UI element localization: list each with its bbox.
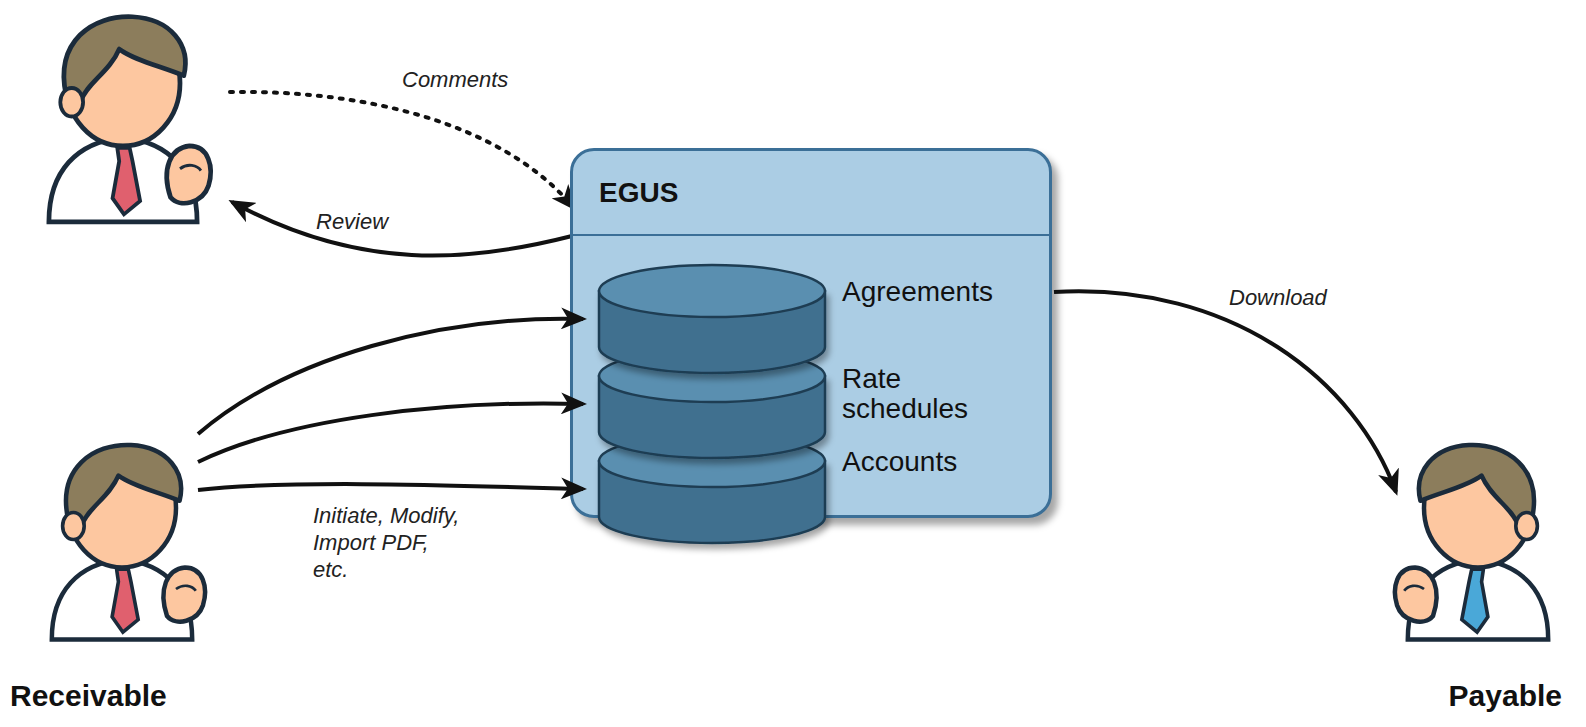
cylinder-top — [599, 435, 825, 487]
comments-arrow — [230, 92, 574, 208]
person-icon — [1388, 432, 1568, 647]
flow-arrow — [198, 403, 583, 462]
box-title: EGUS — [599, 177, 678, 209]
person-use — [52, 445, 205, 639]
person-figure — [1395, 445, 1548, 639]
person-use — [1395, 445, 1548, 639]
system-box: EGUS AgreementsRate schedulesAccounts — [570, 148, 1052, 518]
actor-name: Payable — [1449, 679, 1562, 713]
reviewer-person — [49, 17, 211, 222]
cylinder-top — [599, 350, 825, 402]
cylinder-label: Accounts — [842, 447, 1042, 477]
arrow-label: Comments — [402, 66, 508, 93]
database-cylinder: Agreements — [597, 263, 1057, 375]
flow-arrow — [1054, 291, 1396, 492]
person-actor: Receivable — [22, 432, 222, 722]
person-actor: Payable — [1392, 432, 1568, 722]
person-figure — [52, 445, 205, 639]
edge-label: Download — [1226, 284, 1330, 311]
cylinder-shape — [597, 263, 829, 381]
cylinder-top — [599, 265, 825, 317]
flow-arrow — [198, 484, 583, 490]
person-icon — [32, 432, 212, 647]
cylinder-label: Rate schedules — [842, 364, 1012, 424]
cylinder-label: Agreements — [842, 277, 1042, 307]
review-arrow — [232, 202, 572, 256]
actor-name: Receivable — [10, 679, 167, 713]
flow-arrow — [198, 319, 583, 434]
edge-label: Initiate, Modify, Import PDF, etc. — [313, 502, 463, 583]
arrow-label: Review — [316, 208, 388, 235]
